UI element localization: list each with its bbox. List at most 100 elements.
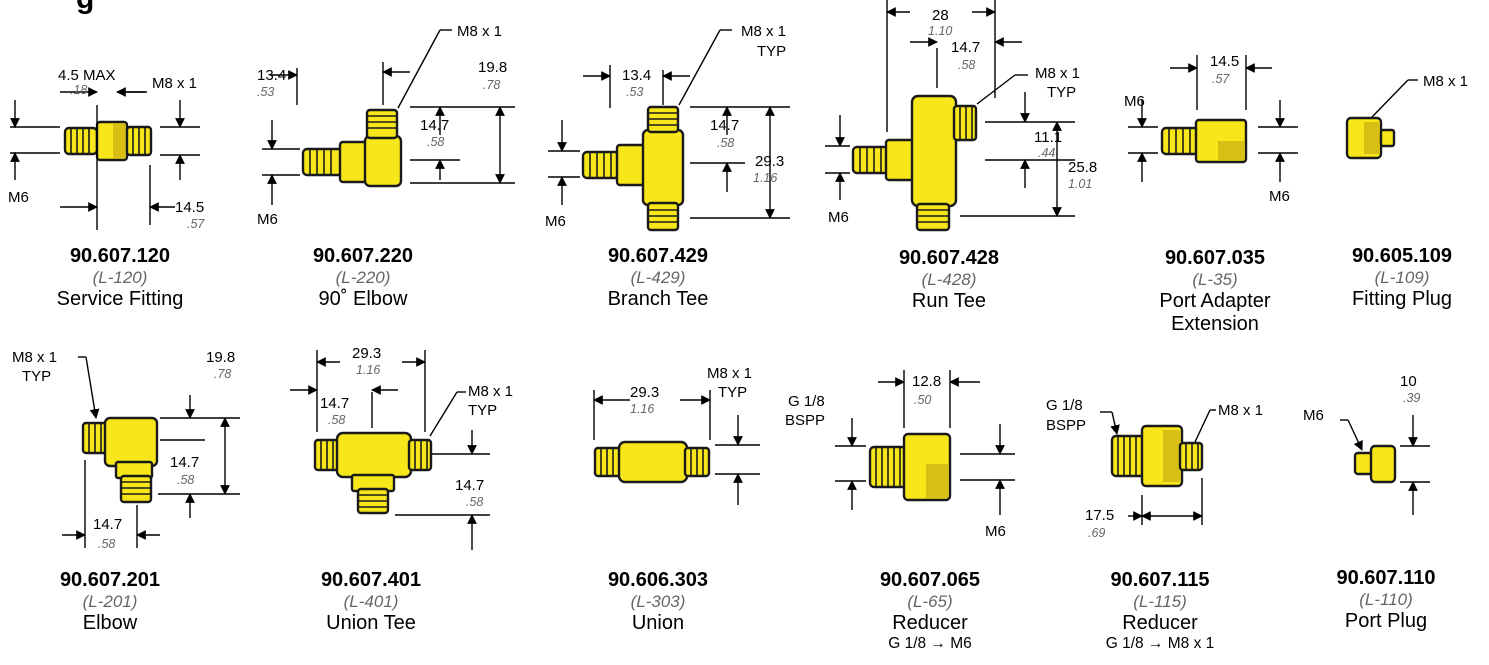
dim-110-a-in: .39: [1403, 391, 1420, 405]
dim-201-d-in: .58: [98, 537, 115, 551]
caption-303: 90.606.303 (L-303) Union: [538, 569, 778, 635]
fitting-401-drawing: 29.3 1.16 14.7 .58 M8 x 1 TYP 14.7 .58: [290, 345, 513, 550]
dim-201-d: 14.7: [93, 516, 122, 533]
dim-115-c-in: .69: [1088, 526, 1105, 540]
dim-428-c: M8 x 1: [1035, 65, 1080, 82]
dim-120-a-in: .18: [70, 83, 87, 97]
dim-428-a-in: 1.10: [928, 24, 952, 38]
dim-429-c: 14.7: [710, 117, 739, 134]
caption-035: 90.607.035 (L-35) Port Adapter Extension: [1095, 247, 1335, 336]
dim-429-a: 13.4: [622, 67, 651, 84]
dim-220-c-in: .78: [483, 78, 500, 92]
dim-120-d: 14.5: [175, 199, 204, 216]
part-code: (L-65): [907, 592, 953, 611]
fitting-303-drawing: 29.3 1.16 M8 x 1 TYP: [593, 365, 760, 505]
part-number: 90.607.220: [312, 245, 414, 267]
part-name: Union Tee: [326, 611, 416, 634]
part-number: 90.607.035: [1164, 247, 1266, 269]
part-code: (L-220): [335, 268, 391, 287]
part-name: Branch Tee: [607, 287, 709, 310]
part-number: 90.607.429: [607, 245, 709, 267]
dim-065-c: M6: [985, 523, 1006, 540]
dim-220-a-in: .53: [257, 85, 274, 99]
section-heading-fragment: g: [76, 0, 94, 16]
dim-035-c: M6: [1269, 188, 1290, 205]
part-code: (L-109): [1374, 268, 1430, 287]
part-number: 90.607.201: [59, 569, 161, 591]
part-number: 90.607.115: [1110, 569, 1210, 591]
dim-120-d-in: .57: [187, 217, 205, 231]
dim-429-a-in: .53: [626, 85, 643, 99]
dim-220-c: 19.8: [478, 59, 507, 76]
dim-220-d-in: .58: [427, 135, 444, 149]
caption-428: 90.607.428 (L-428) Run Tee: [829, 247, 1069, 313]
dim-303-a: 29.3: [630, 384, 659, 401]
dim-429-e: M6: [545, 213, 566, 230]
dim-401-d-in: .58: [466, 495, 483, 509]
dim-401-d: 14.7: [455, 477, 484, 494]
dim-201-a: M8 x 1: [12, 349, 57, 366]
fitting-110-drawing: 10 .39 M6: [1303, 373, 1430, 515]
caption-429: 90.607.429 (L-429) Branch Tee: [538, 245, 778, 311]
dim-401-c: M8 x 1: [468, 383, 513, 400]
dim-115-c: 17.5: [1085, 507, 1114, 524]
part-name: Port Plug: [1344, 609, 1428, 632]
dim-428-b: 14.7: [951, 39, 980, 56]
dim-035-a: 14.5: [1210, 53, 1239, 70]
dim-115-a2: BSPP: [1046, 417, 1086, 434]
dim-065-b: G 1/8: [788, 393, 825, 410]
fitting-220-drawing: 13.4 .53 M8 x 1 19.8 .78 14.7 .58 M6: [257, 23, 515, 228]
part-number: 90.607.110: [1336, 567, 1436, 589]
dim-220-a: 13.4: [257, 67, 286, 84]
dim-201-a2: TYP: [22, 368, 51, 385]
caption-120: 90.607.120 (L-120) Service Fitting: [0, 245, 240, 311]
caption-220: 90.607.220 (L-220) 90˚ Elbow: [243, 245, 483, 311]
part-name: Reducer: [1122, 611, 1198, 634]
part-name: Service Fitting: [56, 287, 184, 310]
dim-201-b: 19.8: [206, 349, 235, 366]
part-number: 90.606.303: [607, 569, 709, 591]
dim-110-a: 10: [1400, 373, 1417, 390]
dim-120-a: 4.5 MAX: [58, 67, 116, 84]
part-number: 90.607.428: [898, 247, 1000, 269]
part-code: (L-401): [343, 592, 399, 611]
dim-429-d: 29.3: [755, 153, 784, 170]
dim-428-c2: TYP: [1047, 84, 1076, 101]
part-code: (L-303): [630, 592, 686, 611]
part-name-line2: Extension: [1171, 312, 1259, 335]
fitting-035-drawing: 14.5 .57 M6 M6: [1124, 53, 1298, 205]
part-name: Port Adapter: [1159, 289, 1271, 312]
dim-065-a: 12.8: [912, 373, 941, 390]
dim-035-b: M6: [1124, 93, 1145, 110]
dim-065-a-in: .50: [914, 393, 931, 407]
caption-110: 90.607.110 (L-110) Port Plug: [1266, 567, 1489, 633]
dim-220-b: M8 x 1: [457, 23, 502, 40]
caption-115: 90.607.115 (L-115) Reducer G 1/8 → M8 x …: [1040, 569, 1280, 652]
caption-201: 90.607.201 (L-201) Elbow: [0, 569, 230, 635]
dim-429-b: M8 x 1: [741, 23, 786, 40]
dim-428-d-in: .44: [1038, 146, 1055, 160]
dim-115-a: G 1/8: [1046, 397, 1083, 414]
dim-201-c: 14.7: [170, 454, 199, 471]
part-name: Union: [631, 611, 685, 634]
part-number: 90.607.065: [879, 569, 981, 591]
part-name: Elbow: [82, 611, 138, 634]
part-number: 90.605.109: [1351, 245, 1453, 267]
part-name: 90˚ Elbow: [318, 287, 408, 310]
dim-109-a: M8 x 1: [1423, 73, 1468, 90]
dim-428-e-in: 1.01: [1068, 177, 1092, 191]
dim-428-d: 11.1: [1034, 129, 1062, 146]
fitting-201-drawing: M8 x 1 TYP 19.8 .78 14.7 .58 14.7 .58: [12, 349, 240, 551]
part-code: (L-120): [92, 268, 148, 287]
part-name: Reducer: [892, 611, 968, 634]
dim-401-a-in: 1.16: [356, 363, 380, 377]
part-code: (L-115): [1133, 592, 1187, 611]
dim-429-b2: TYP: [757, 43, 786, 60]
dim-429-d-in: 1.16: [753, 171, 777, 185]
part-code: (L-35): [1192, 270, 1238, 289]
part-number: 90.607.401: [320, 569, 422, 591]
dim-401-c2: TYP: [468, 402, 497, 419]
dim-220-e: M6: [257, 211, 278, 228]
fitting-109-drawing: M8 x 1: [1345, 73, 1468, 160]
